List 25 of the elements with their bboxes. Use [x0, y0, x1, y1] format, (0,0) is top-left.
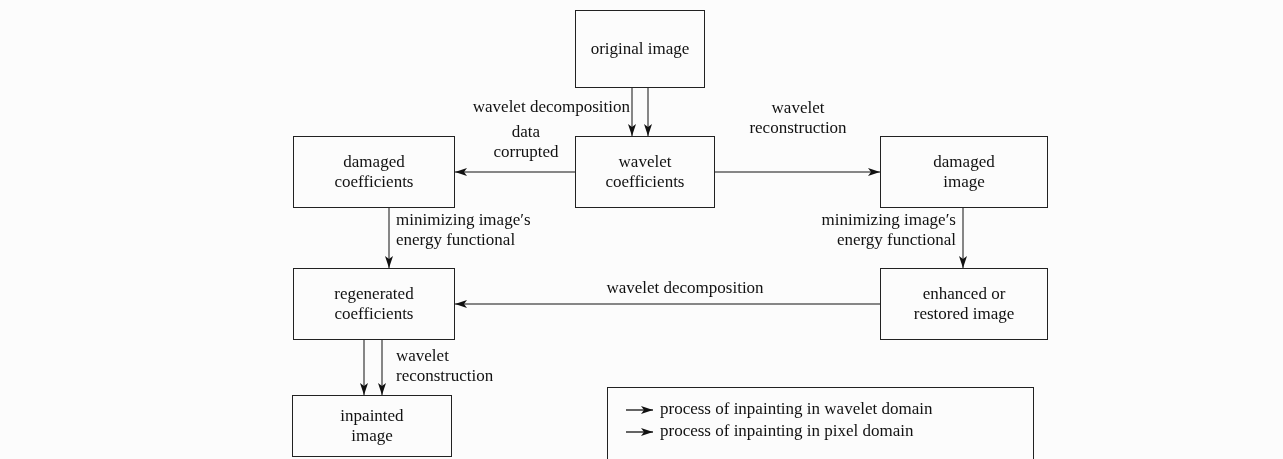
process-box	[293, 268, 455, 340]
process-box	[293, 136, 455, 208]
process-box	[575, 136, 715, 208]
arrow	[454, 300, 881, 308]
box-label: wavelet coefficients	[604, 152, 686, 192]
arrow	[360, 339, 368, 396]
box-label: enhanced or restored image	[912, 284, 1016, 324]
process-box	[575, 10, 705, 88]
arrow	[454, 168, 576, 176]
arrow	[644, 87, 652, 137]
legend-label: process of inpainting in wavelet domain	[660, 399, 933, 419]
arrow	[714, 168, 881, 176]
arrow	[378, 339, 386, 396]
box-label: original image	[590, 39, 690, 59]
arrow	[959, 207, 967, 269]
arrow	[385, 207, 393, 269]
process-box	[292, 395, 452, 457]
process-box	[880, 268, 1048, 340]
arrow	[628, 87, 636, 137]
process-box	[880, 136, 1048, 208]
box-label: inpainted image	[339, 406, 405, 446]
box-label: damaged coefficients	[333, 152, 415, 192]
box-label: damaged image	[932, 152, 996, 192]
legend-label: process of inpainting in pixel domain	[660, 421, 914, 441]
box-label: regenerated coefficients	[333, 284, 415, 324]
